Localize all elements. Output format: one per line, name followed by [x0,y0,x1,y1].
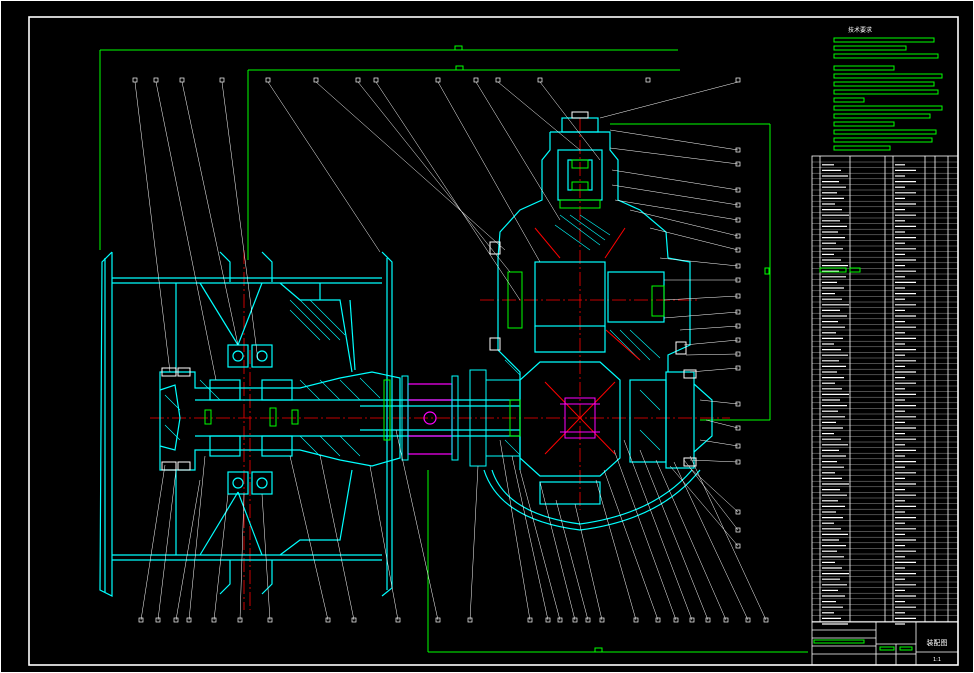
balloon-marker [572,617,578,623]
balloon-marker [645,77,651,83]
balloon-marker [735,543,741,549]
bevel-gears [534,227,641,455]
drawing-scale: 1:1 [933,657,941,663]
balloon-marker [527,617,533,623]
balloon-marker [673,617,679,623]
title-block-green [813,639,913,651]
balloon-marker [735,351,741,357]
balloon-marker [473,77,479,83]
balloon-marker [153,77,159,83]
balloon-marker [557,617,563,623]
drawing-name: 装配图 [927,638,948,647]
balloon-marker [735,527,741,533]
balloon-marker [186,617,192,623]
balloon-marker [735,459,741,465]
balloon-marker [267,617,273,623]
balloon-marker [265,77,271,83]
balloon-marker [655,617,661,623]
leader-lines-right [609,129,739,547]
balloon-marker [132,77,138,83]
balloon-marker [313,77,319,83]
dimension-lines [99,45,808,653]
balloon-marker [633,617,639,623]
balloon-marker [237,617,243,623]
balloon-marker [735,425,741,431]
balloon-marker [763,617,769,623]
balloon-marker [155,617,161,623]
balloon-marker [435,617,441,623]
balloon-marker [179,77,185,83]
balloon-marker [173,617,179,623]
hub-hatching [164,299,381,457]
parts-list [811,155,959,625]
balloon-marker [211,617,217,623]
balloon-marker [495,77,501,83]
balloon-marker [735,293,741,299]
balloon-marker [735,147,741,153]
title-block [811,621,959,666]
centerlines [150,118,730,610]
balloon-marker [585,617,591,623]
gearbox-bolts [489,111,697,467]
balloon-marker [373,77,379,83]
balloon-marker [689,617,695,623]
balloon-marker [735,187,741,193]
balloon-marker [537,77,543,83]
balloon-marker [325,617,331,623]
leader-lines-top [134,81,739,381]
balloon-marker [355,77,361,83]
balloon-marker [395,617,401,623]
balloon-marker [735,365,741,371]
balloon-marker [735,77,741,83]
balloon-marker [735,202,741,208]
hub-bolts [161,367,191,471]
differential-pins [560,397,600,439]
balloon-marker [219,77,225,83]
balloon-marker [735,401,741,407]
hub-green-details [204,379,391,441]
balloon-marker [351,617,357,623]
balloon-marker [735,233,741,239]
part-balloons [132,77,769,623]
balloon-marker [735,323,741,329]
balloon-marker [723,617,729,623]
gearbox-bearings [507,159,665,437]
balloon-marker [745,617,751,623]
parts-list-highlight [819,267,861,273]
tech-requirements: 技术要求 [833,26,943,151]
balloon-marker [467,617,473,623]
balloon-marker [735,161,741,167]
balloon-marker [735,443,741,449]
balloon-marker [735,217,741,223]
wheel-hub-assembly [99,251,520,597]
coupling [407,383,453,455]
balloon-marker [705,617,711,623]
balloon-marker [735,337,741,343]
balloon-marker [138,617,144,623]
balloon-marker [735,247,741,253]
balloon-marker [735,309,741,315]
balloon-marker [599,617,605,623]
balloon-marker [735,509,741,515]
gearbox-housing [483,117,713,531]
balloon-marker [435,77,441,83]
gearbox-hatching [504,214,661,456]
leader-lines-bottom [140,429,767,621]
tech-requirements-title: 技术要求 [848,26,872,34]
balloon-marker [735,263,741,269]
balloon-marker [735,277,741,283]
balloon-marker [545,617,551,623]
